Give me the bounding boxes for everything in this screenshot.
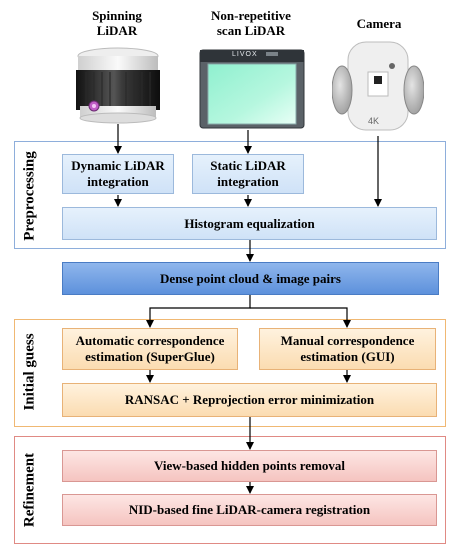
- refinement-frame: [14, 436, 446, 544]
- static-lidar-integration-box: Static LiDAR integration: [192, 154, 304, 194]
- nonrep-lidar-label: Non-repetitive scan LiDAR: [211, 8, 291, 38]
- hidden-points-removal-box: View-based hidden points removal: [62, 450, 437, 482]
- automatic-correspondence-box: Automatic correspondence estimation (Sup…: [62, 328, 238, 370]
- spinning-lidar-label: Spinning LiDAR: [92, 8, 142, 38]
- camera-4k-text: 4K: [368, 116, 380, 126]
- initial-guess-frame: [14, 319, 446, 427]
- livox-logo: LIVOX: [232, 51, 258, 58]
- dynamic-lidar-integration-box: Dynamic LiDAR integration: [62, 154, 174, 194]
- dense-point-cloud-box: Dense point cloud & image pairs: [62, 262, 439, 295]
- preprocessing-frame: [14, 141, 446, 249]
- livox-lidar-image: [199, 49, 305, 129]
- camera-label: Camera: [356, 16, 402, 31]
- arrow-dense-to-correspondence: [146, 295, 251, 328]
- camera-image: [332, 41, 424, 131]
- histogram-equalization-box: Histogram equalization: [62, 207, 437, 240]
- manual-correspondence-box: Manual correspondence estimation (GUI): [259, 328, 436, 370]
- spinning-lidar-image: [76, 47, 160, 124]
- nid-registration-box: NID-based fine LiDAR-camera registration: [62, 494, 437, 526]
- ransac-box: RANSAC + Reprojection error minimization: [62, 383, 437, 417]
